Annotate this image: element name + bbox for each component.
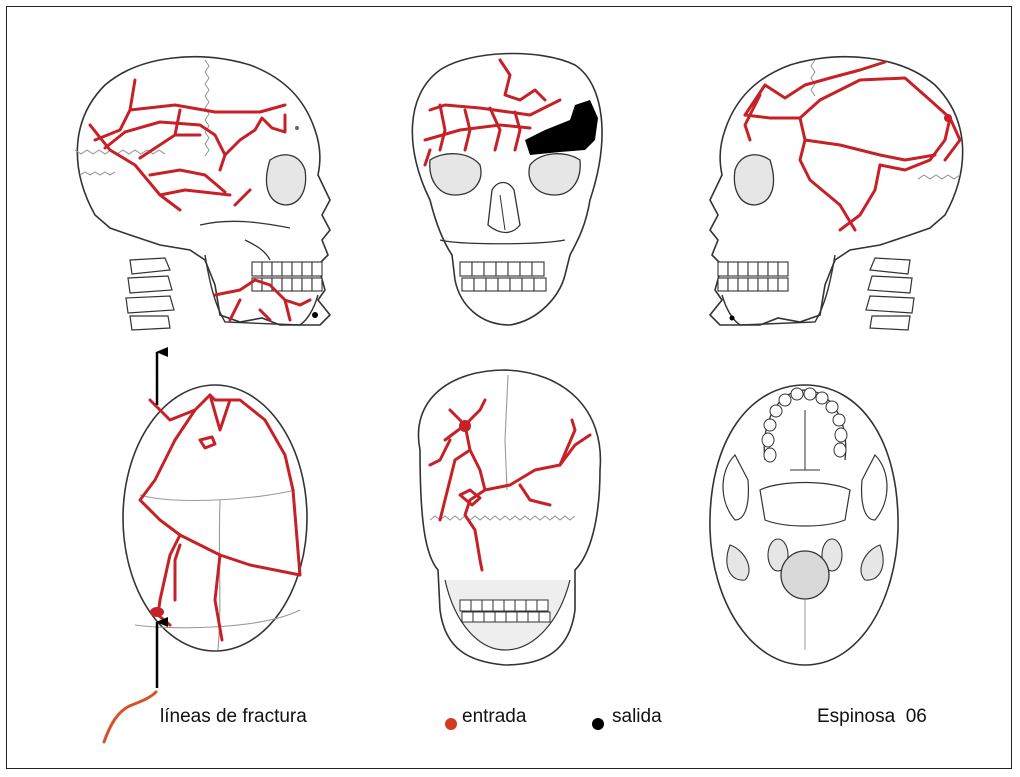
exit-legend-icon bbox=[592, 718, 604, 730]
fracture-line-legend-icon bbox=[104, 692, 156, 742]
small-marker bbox=[295, 126, 299, 130]
legend-fracture-label: líneas de fractura bbox=[160, 706, 307, 728]
skull-inferior-view bbox=[710, 385, 898, 665]
legend-author: Espinosa 06 bbox=[817, 706, 927, 728]
entry-point-marker bbox=[150, 607, 164, 617]
orbit bbox=[734, 155, 773, 205]
teeth-row bbox=[460, 600, 550, 622]
teeth-row bbox=[252, 262, 322, 291]
foramen-magnum bbox=[781, 551, 829, 599]
entry-point-marker bbox=[459, 420, 471, 432]
legend-exit-label: salida bbox=[612, 706, 662, 728]
author-year: 06 bbox=[906, 706, 927, 727]
skull-frontal-view bbox=[412, 54, 602, 325]
teeth-row bbox=[460, 262, 546, 291]
cervical-vertebrae bbox=[126, 258, 174, 330]
entry-point-marker bbox=[944, 114, 952, 122]
orbit bbox=[266, 155, 305, 205]
author-name: Espinosa bbox=[817, 706, 895, 727]
teeth-row bbox=[718, 262, 788, 291]
skull-posterior-view bbox=[418, 370, 600, 665]
skull-lateral-right-view bbox=[710, 57, 963, 330]
legend-entry-label: entrada bbox=[462, 706, 526, 728]
exit-point-marker bbox=[312, 312, 318, 318]
cervical-vertebrae bbox=[866, 258, 914, 330]
skull-lateral-left-view bbox=[75, 57, 330, 330]
skull-superior-view bbox=[123, 385, 307, 651]
sphenoid-outline bbox=[760, 483, 850, 527]
small-marker bbox=[730, 316, 735, 321]
entry-legend-icon bbox=[445, 718, 457, 730]
